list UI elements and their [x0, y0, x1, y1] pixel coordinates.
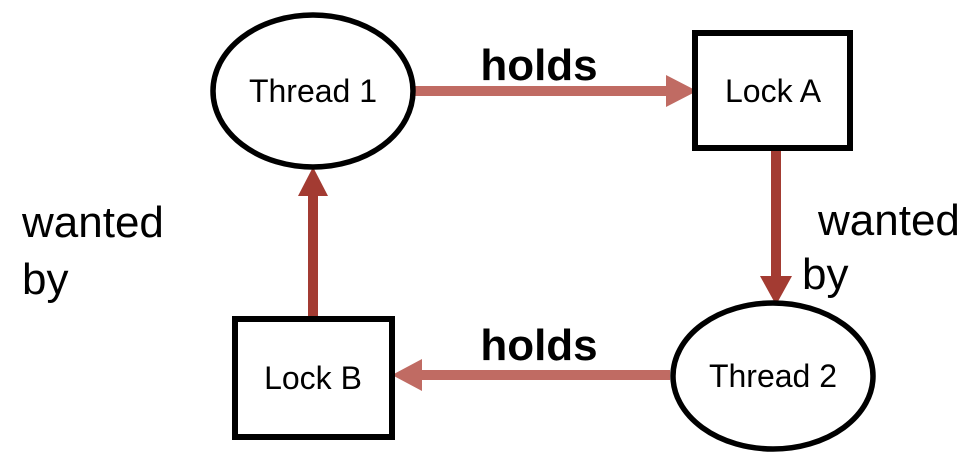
wanted-right-arrowhead-down-icon — [760, 276, 792, 305]
lockA-rect — [692, 30, 853, 151]
wanted-left-arrowhead-up-icon — [298, 167, 328, 196]
wanted-by-left-label-line2: by — [22, 255, 68, 304]
holds-bottom-arrow-shaft — [421, 370, 670, 380]
thread2-ellipse — [670, 300, 876, 452]
lockB-label: Lock B — [264, 360, 362, 396]
thread1-label: Thread 1 — [249, 73, 377, 109]
node-thread2: Thread 2 — [670, 300, 876, 452]
lockA-label: Lock A — [725, 73, 822, 109]
holds-bottom-label: holds — [480, 321, 597, 370]
holds-top-label: holds — [480, 41, 597, 90]
lockB-rect — [232, 316, 395, 440]
wanted-right-arrow-shaft — [771, 147, 781, 277]
wanted-left-arrow-shaft — [308, 194, 318, 319]
thread2-label: Thread 2 — [709, 358, 837, 394]
node-lockA: Lock A — [692, 30, 853, 151]
edge-holds-thread1-to-lockA: holds — [413, 41, 697, 107]
node-thread1: Thread 1 — [210, 12, 416, 170]
wanted-by-left-label-line1: wanted — [21, 198, 164, 247]
wanted-by-right-label-line1: wanted — [817, 196, 960, 245]
holds-top-arrow-shaft — [413, 86, 667, 96]
holds-bottom-arrowhead-left-icon — [392, 359, 422, 391]
node-lockB: Lock B — [232, 316, 395, 440]
edge-wanted-lockB-to-thread1: wanted by — [21, 167, 328, 319]
edge-wanted-lockA-to-thread2: wanted by — [760, 147, 960, 305]
wanted-by-right-label-line2: by — [802, 250, 848, 299]
thread1-ellipse — [210, 12, 416, 170]
holds-top-arrowhead-right-icon — [666, 75, 697, 107]
edge-holds-thread2-to-lockB: holds — [392, 321, 670, 391]
